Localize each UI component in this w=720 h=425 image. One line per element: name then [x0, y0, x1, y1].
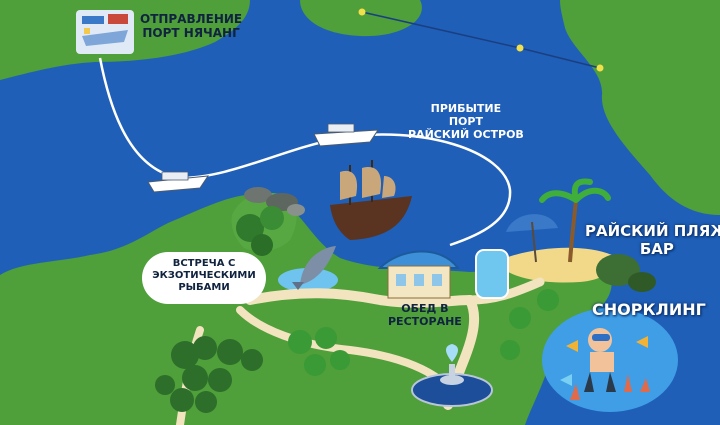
- pool-icon: [475, 249, 509, 299]
- beach-umbrella-icon: [506, 214, 558, 263]
- palm-tree-icon: [539, 178, 611, 263]
- palm-grove-icon: [288, 289, 559, 376]
- fish-icon: [292, 246, 336, 290]
- reef-fish-icon: [560, 336, 648, 386]
- island-top-center: [300, 0, 422, 37]
- label-departure: ОТПРАВЛЕНИЕ ПОРТ НЯЧАНГ: [140, 12, 243, 41]
- label-snorkeling: СНОРКЛИНГ: [592, 300, 706, 319]
- coral-icon: [570, 374, 650, 400]
- forest-icon: [155, 336, 263, 413]
- harbor-icon: [76, 10, 134, 54]
- buoy-3: [596, 64, 604, 72]
- buoy-1: [358, 8, 366, 16]
- mainland-right: [560, 0, 720, 215]
- rocks-icon: [596, 254, 656, 292]
- label-exotic-fish-bubble: ВСТРЕЧА С ЭКЗОТИЧЕСКИМИ РЫБАМИ: [142, 252, 266, 304]
- beach: [505, 247, 615, 283]
- snorkeler-icon: [584, 328, 616, 392]
- yacht-icon: [147, 171, 210, 193]
- buoy-2: [516, 44, 524, 52]
- buoys: [358, 8, 604, 72]
- pirate-ship-icon: [330, 160, 412, 240]
- yacht-icon: [313, 123, 379, 147]
- palm-trees-icon: [236, 206, 284, 256]
- label-arrival: ПРИБЫТИЕ ПОРТ РАЙСКИЙ ОСТРОВ: [408, 102, 524, 142]
- label-paradise-beach-bar: РАЙСКИЙ ПЛЯЖ БАР: [585, 222, 720, 258]
- fountain-icon: [411, 344, 493, 407]
- restaurant-icon: [377, 250, 461, 299]
- label-exotic-fish: ВСТРЕЧА С ЭКЗОТИЧЕСКИМИ РЫБАМИ: [152, 258, 256, 293]
- label-lunch: ОБЕД В РЕСТОРАНЕ: [388, 302, 462, 329]
